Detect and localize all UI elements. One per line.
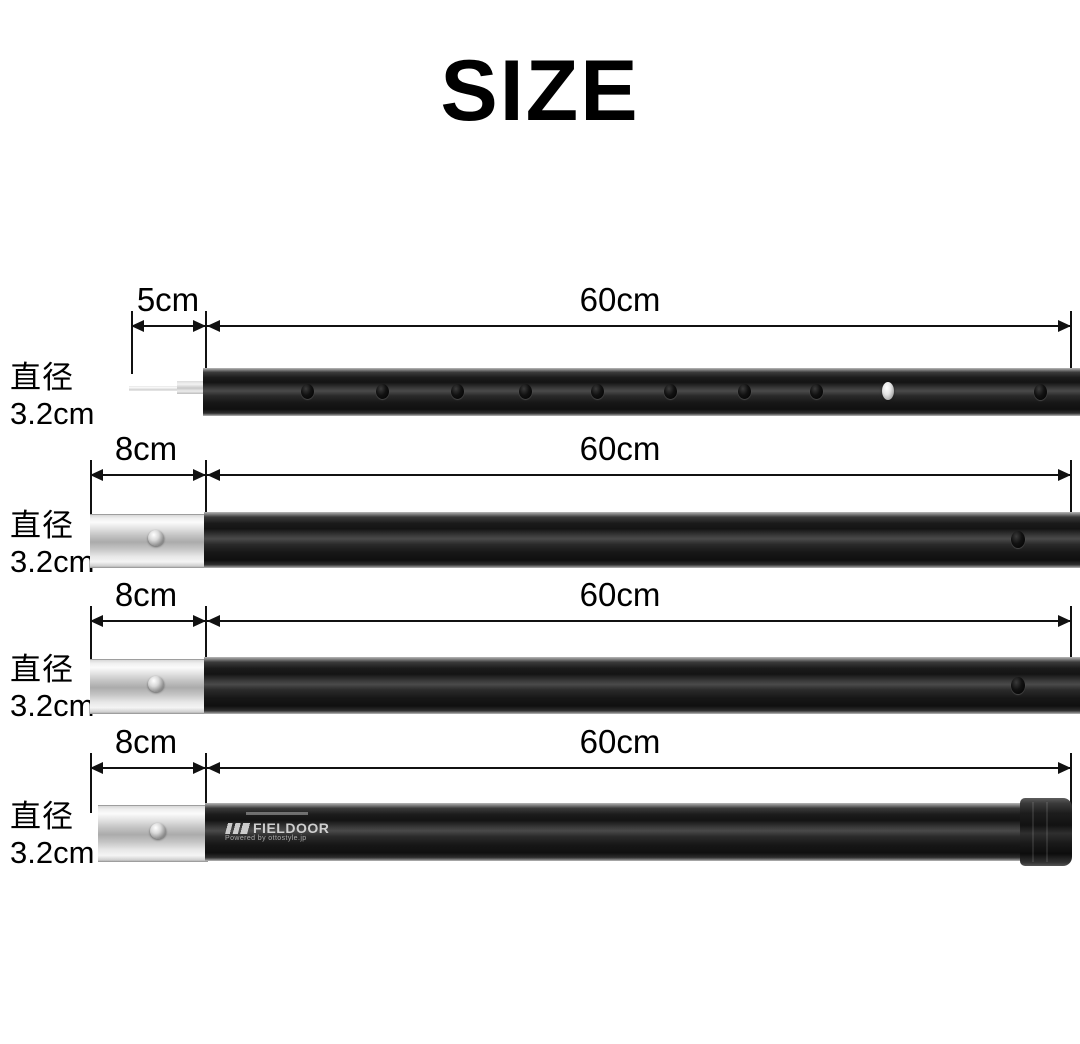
- end-cap-ring: [1046, 802, 1048, 862]
- dimension-arrow-8cm-row2: [90, 469, 206, 481]
- extension-tick: [90, 753, 92, 813]
- extension-tick: [90, 606, 92, 666]
- pole-hole: [301, 384, 314, 399]
- pole-hole: [519, 384, 532, 399]
- dimension-arrow-8cm-row4: [90, 762, 206, 774]
- extension-tick: [205, 311, 207, 375]
- pole-body-3: [204, 657, 1080, 714]
- pole-hole: [591, 384, 604, 399]
- pole-body-4: [205, 803, 1028, 861]
- arrow-head-right: [193, 469, 206, 481]
- extension-tick: [205, 753, 207, 813]
- pole-hole: [810, 384, 823, 399]
- dimension-arrow-8cm-row3: [90, 615, 206, 627]
- extension-tick: [205, 460, 207, 522]
- pole-hole: [738, 384, 751, 399]
- pole-hole: [664, 384, 677, 399]
- extension-tick: [1070, 606, 1072, 662]
- diameter-label-3: 直径 3.2cm: [10, 652, 95, 723]
- end-cap-ring: [1032, 802, 1034, 862]
- sleeve-locking-pin: [148, 530, 164, 546]
- dimension-arrow-60cm-row4: [207, 762, 1071, 774]
- arrow-head-left: [207, 469, 220, 481]
- arrow-head-right: [193, 762, 206, 774]
- arrow-head-right: [193, 615, 206, 627]
- pole-end-cap: [1020, 798, 1072, 866]
- fieldoor-logo: FIELDOOR Powered by ottostyle.jp: [224, 812, 334, 845]
- pole-hole: [1011, 677, 1025, 694]
- extension-tick: [1070, 460, 1072, 518]
- pole-spike-tip: [129, 386, 187, 391]
- pole-locking-pin: [882, 382, 894, 400]
- arrow-head-right: [1058, 469, 1071, 481]
- pole-hole: [376, 384, 389, 399]
- diameter-label-4: 直径 3.2cm: [10, 799, 95, 870]
- arrow-head-left: [207, 762, 220, 774]
- extension-tick: [90, 460, 92, 522]
- arrow-head-left: [131, 320, 144, 332]
- dimension-label-60cm-row1: 60cm: [579, 281, 661, 318]
- arrow-head-right: [1058, 615, 1071, 627]
- logo-streak: [246, 812, 308, 815]
- dimension-arrow-60cm-row1: [207, 320, 1071, 332]
- diameter-label-2: 直径 3.2cm: [10, 508, 95, 579]
- arrow-head-left: [90, 615, 103, 627]
- dimension-label-60cm-row4: 60cm: [579, 723, 661, 760]
- arrow-head-left: [90, 469, 103, 481]
- dimension-arrow-60cm-row3: [207, 615, 1071, 627]
- sleeve-locking-pin: [150, 823, 166, 839]
- pole-hole: [1034, 384, 1047, 400]
- arrow-head-right: [1058, 320, 1071, 332]
- dimension-label-8cm-row2: 8cm: [114, 430, 178, 467]
- arrow-head-right: [1058, 762, 1071, 774]
- pole-hole: [1011, 531, 1025, 548]
- pole-body-1: [203, 368, 1080, 416]
- diameter-label-1: 直径 3.2cm: [10, 360, 95, 431]
- dimension-label-60cm-row3: 60cm: [579, 576, 661, 613]
- dimension-arrow-5cm: [131, 320, 206, 332]
- pole-hole: [451, 384, 464, 399]
- arrow-head-left: [90, 762, 103, 774]
- extension-tick: [205, 606, 207, 666]
- page-title: SIZE: [440, 43, 640, 139]
- pole-body-2: [204, 512, 1080, 568]
- dimension-label-60cm-row2: 60cm: [579, 430, 661, 467]
- pole-spike-collar: [177, 381, 209, 394]
- fieldoor-logo-tagline: Powered by ottostyle.jp: [225, 835, 307, 842]
- dimension-label-5cm: 5cm: [136, 281, 200, 318]
- extension-tick: [131, 311, 133, 374]
- extension-tick: [1070, 311, 1072, 371]
- dimension-label-8cm-row4: 8cm: [114, 723, 178, 760]
- dimension-arrow-60cm-row2: [207, 469, 1071, 481]
- arrow-head-left: [207, 615, 220, 627]
- extension-tick: [1070, 753, 1072, 807]
- fieldoor-logo-mark-icon: [224, 823, 250, 834]
- arrow-head-right: [193, 320, 206, 332]
- arrow-head-left: [207, 320, 220, 332]
- fieldoor-logo-text: FIELDOOR: [253, 820, 330, 836]
- dimension-label-8cm-row3: 8cm: [114, 576, 178, 613]
- sleeve-locking-pin: [148, 676, 164, 692]
